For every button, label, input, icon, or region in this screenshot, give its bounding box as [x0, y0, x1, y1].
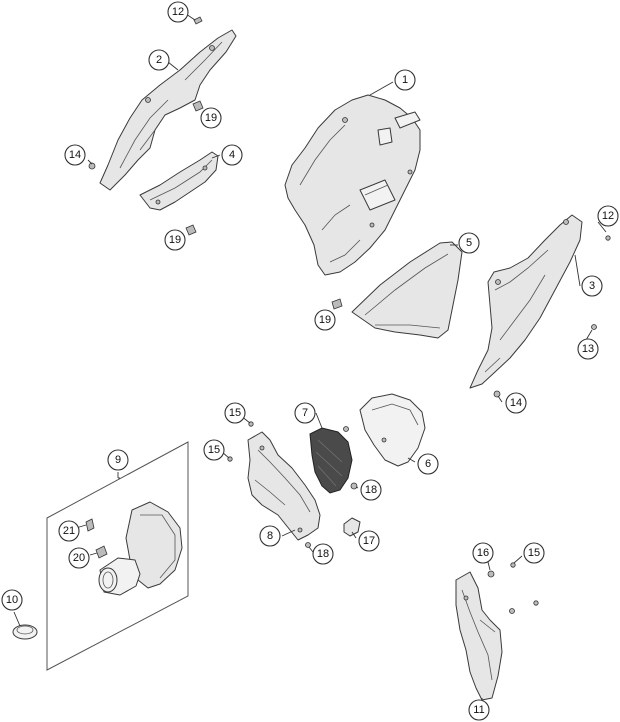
svg-text:15: 15: [229, 407, 241, 419]
callout-10: 10: [1, 589, 23, 611]
part-15-bolt-rear: [509, 562, 539, 614]
part-5-side-panel: [351, 241, 463, 339]
callout-14-left: 14: [64, 144, 86, 166]
part-18-nut-bracket: [305, 542, 311, 548]
part-18-nut-lower: [350, 482, 358, 490]
svg-text:19: 19: [169, 234, 181, 246]
leader-lines: [13, 13, 607, 702]
callout-8: 8: [259, 525, 281, 547]
svg-text:1: 1: [402, 74, 408, 86]
part-20-clip: [95, 545, 108, 559]
svg-text:20: 20: [73, 552, 85, 564]
callout-16: 16: [472, 542, 494, 564]
callout-11: 11: [468, 699, 490, 721]
callout-2: 2: [148, 49, 170, 71]
callout-1: 1: [394, 69, 416, 91]
callout-7: 7: [294, 402, 316, 424]
callout-6: 6: [417, 453, 439, 475]
part-19-clip-center: [331, 298, 343, 310]
callout-18-lower: 18: [312, 543, 334, 565]
callout-12-top-left: 12: [167, 1, 189, 23]
svg-text:16: 16: [477, 547, 489, 559]
callout-19-center: 19: [314, 309, 336, 331]
svg-text:17: 17: [363, 535, 375, 547]
svg-text:3: 3: [589, 280, 595, 292]
callout-9: 9: [107, 449, 129, 471]
part-2-side-cover-left: [99, 29, 237, 191]
part-10-hose-clamp: [12, 624, 38, 640]
part-21-screw: [85, 518, 95, 532]
svg-text:4: 4: [229, 149, 235, 161]
svg-text:19: 19: [205, 112, 217, 124]
part-4-lower-cover-left: [139, 151, 219, 211]
callout-3: 3: [581, 275, 603, 297]
svg-text:14: 14: [510, 397, 522, 409]
callout-14-right: 14: [505, 392, 527, 414]
svg-text:8: 8: [267, 530, 273, 542]
callout-18-upper: 18: [360, 479, 382, 501]
svg-text:10: 10: [6, 594, 18, 606]
part-3-side-cover-right: [469, 214, 583, 389]
callout-12-right: 12: [597, 205, 619, 227]
svg-text:18: 18: [317, 548, 329, 560]
svg-text:15: 15: [528, 547, 540, 559]
callout-15-middle: 15: [203, 439, 225, 461]
part-9-intake-assembly: [46, 441, 189, 671]
part-17-clamp: [343, 517, 361, 537]
svg-text:14: 14: [69, 149, 81, 161]
part-6-airbox-lid: [359, 393, 426, 467]
part-12-bolt-right: [605, 235, 611, 241]
callout-19-lower: 19: [164, 229, 186, 251]
part-1-main-cover: [284, 94, 421, 276]
svg-text:19: 19: [319, 314, 331, 326]
svg-text:12: 12: [602, 210, 614, 222]
part-11-mudguard: [455, 571, 503, 701]
callout-15-upper: 15: [224, 402, 246, 424]
callout-13: 13: [577, 338, 599, 360]
part-14-bolt-right: [493, 390, 501, 398]
callout-21: 21: [58, 520, 80, 542]
svg-text:6: 6: [425, 458, 431, 470]
svg-text:5: 5: [466, 237, 472, 249]
svg-text:15: 15: [208, 444, 220, 456]
callout-4: 4: [221, 144, 243, 166]
svg-text:9: 9: [115, 454, 121, 466]
callout-19-upper: 19: [200, 107, 222, 129]
part-19-clip-lower: [185, 224, 197, 236]
callout-20: 20: [68, 547, 90, 569]
callout-15-rear: 15: [523, 542, 545, 564]
part-12-bolt-top-left: [193, 16, 203, 25]
part-18-nut-upper: [343, 426, 349, 432]
part-13-nut: [591, 324, 597, 330]
svg-text:18: 18: [365, 484, 377, 496]
svg-text:2: 2: [156, 54, 162, 66]
svg-text:12: 12: [172, 6, 184, 18]
callout-5: 5: [458, 232, 480, 254]
svg-text:7: 7: [302, 407, 308, 419]
svg-text:21: 21: [63, 525, 75, 537]
svg-text:13: 13: [582, 343, 594, 355]
part-8-airbox-bracket: [247, 431, 321, 541]
callout-17: 17: [358, 530, 380, 552]
part-7-filter-screen: [309, 427, 353, 494]
svg-text:11: 11: [473, 704, 484, 716]
part-19-clip-upper: [192, 100, 204, 112]
part-14-bolt-left: [88, 162, 96, 170]
part-16-nut: [487, 570, 495, 578]
